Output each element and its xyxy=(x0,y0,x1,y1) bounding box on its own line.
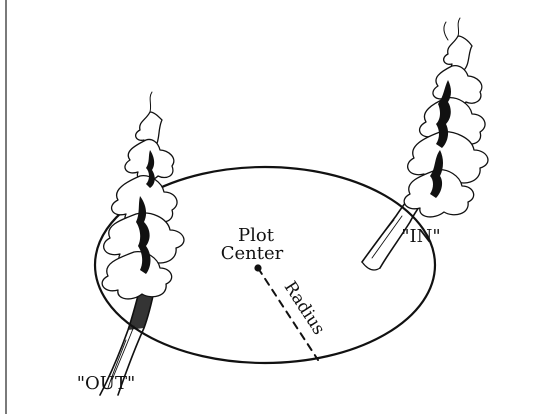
plot-center-label-line2: Center xyxy=(221,243,284,264)
radius-dashed-line xyxy=(257,267,319,361)
plot-center-label-line1: Plot xyxy=(238,225,275,246)
radius-label: Radius xyxy=(280,278,329,339)
plot-boundary-ellipse xyxy=(93,165,437,365)
in-label: "IN" xyxy=(401,226,440,247)
in-tree xyxy=(361,17,489,271)
out-tree xyxy=(99,91,185,396)
out-label: "OUT" xyxy=(77,373,136,394)
